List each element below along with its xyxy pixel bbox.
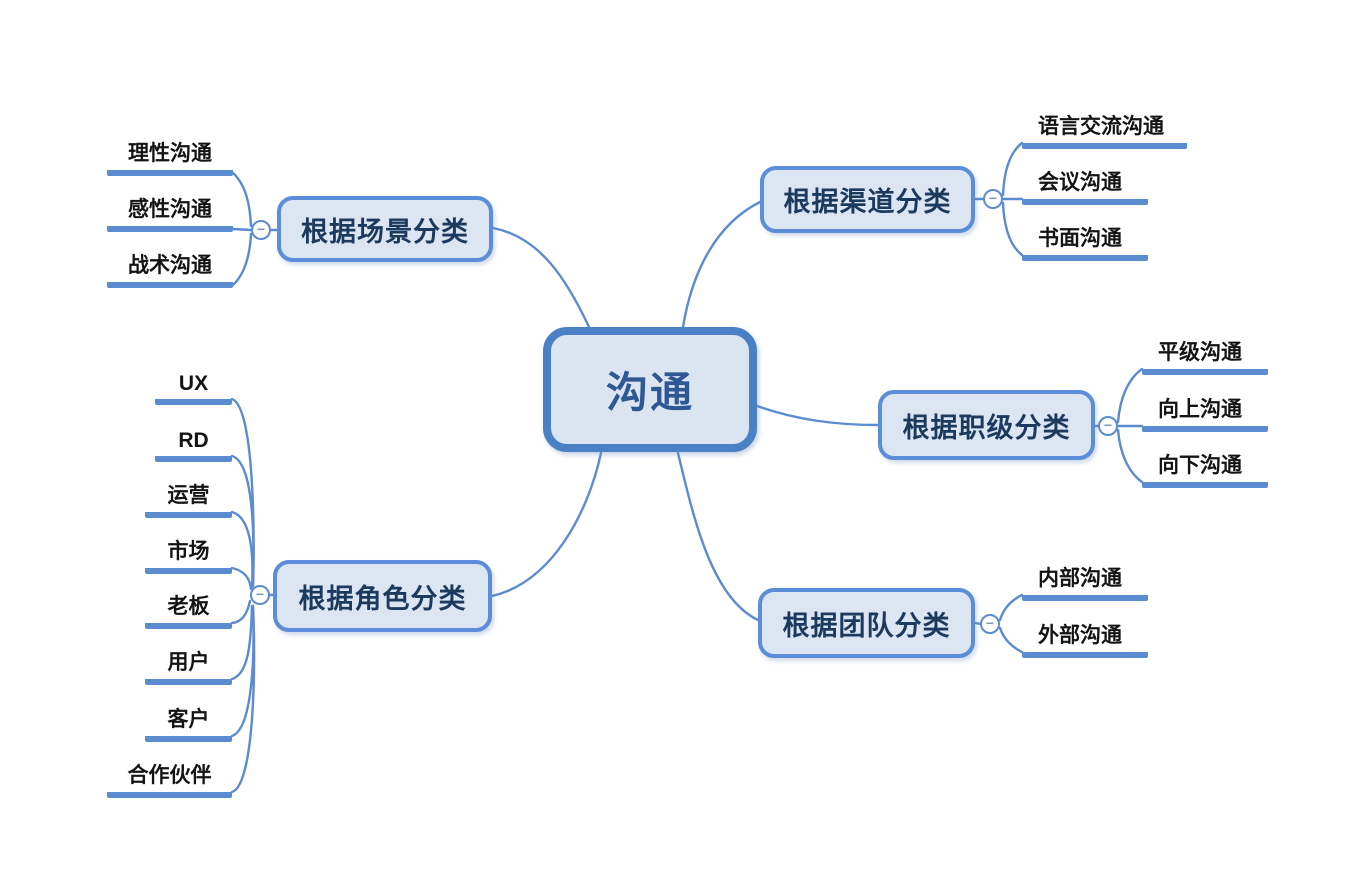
leaf-label: UX <box>178 372 209 395</box>
leaf-node-rank-0[interactable]: 平级沟通 <box>1142 337 1268 375</box>
leaf-label: 老板 <box>167 595 210 618</box>
connector-role-leaf-7 <box>230 604 256 794</box>
leaf-node-scene-2[interactable]: 战术沟通 <box>107 250 233 288</box>
connector-rank-leaf-0 <box>1116 367 1144 424</box>
leaf-label: RD <box>178 429 209 452</box>
leaf-node-scene-0[interactable]: 理性沟通 <box>107 138 233 176</box>
leaf-node-role-0[interactable]: UX <box>155 367 232 405</box>
minus-icon: − <box>255 586 265 602</box>
leaf-label: 会议沟通 <box>1038 171 1122 194</box>
branch-node-rank[interactable]: 根据职级分类 <box>878 390 1095 460</box>
leaf-label: 向上沟通 <box>1158 398 1242 421</box>
leaf-node-role-2[interactable]: 运营 <box>145 480 232 518</box>
leaf-node-role-6[interactable]: 客户 <box>145 704 232 742</box>
connector-root-rank <box>755 404 880 427</box>
connector-scene-leaf-2 <box>231 232 253 287</box>
minus-icon: − <box>988 190 998 206</box>
branch-label: 根据角色分类 <box>298 583 467 614</box>
connector-scene-leaf-0 <box>231 171 253 228</box>
leaf-label: 感性沟通 <box>128 198 212 221</box>
leaf-label: 市场 <box>167 540 210 563</box>
leaf-node-channel-2[interactable]: 书面沟通 <box>1022 223 1148 261</box>
leaf-label: 运营 <box>167 484 210 507</box>
leaf-label: 客户 <box>167 708 210 731</box>
leaf-node-role-3[interactable]: 市场 <box>145 536 232 574</box>
branch-label: 根据场景分类 <box>301 216 469 247</box>
leaf-node-scene-1[interactable]: 感性沟通 <box>107 194 233 232</box>
connector-root-channel <box>681 200 762 329</box>
branch-label: 根据渠道分类 <box>783 187 952 217</box>
connector-scene-leaf-1 <box>231 227 253 232</box>
branch-node-role[interactable]: 根据角色分类 <box>273 560 492 632</box>
leaf-node-role-4[interactable]: 老板 <box>145 591 232 629</box>
connector-role-leaf-4 <box>230 599 252 625</box>
leaf-label: 语言交流沟通 <box>1038 115 1164 138</box>
leaf-label: 书面沟通 <box>1038 227 1122 250</box>
connector-root-scene <box>491 226 591 329</box>
collapse-toggle-channel[interactable]: − <box>983 189 1003 209</box>
branch-node-channel[interactable]: 根据渠道分类 <box>760 166 975 233</box>
root-label: 沟通 <box>605 369 694 416</box>
leaf-label: 向下沟通 <box>1158 454 1242 477</box>
connector-channel-leaf-2 <box>1001 201 1024 257</box>
branch-node-team[interactable]: 根据团队分类 <box>758 588 975 658</box>
collapse-toggle-team[interactable]: − <box>980 614 1000 634</box>
connector-role-leaf-2 <box>230 510 254 589</box>
minus-icon: − <box>1103 417 1113 433</box>
leaf-label: 平级沟通 <box>1158 341 1242 364</box>
leaf-node-channel-1[interactable]: 会议沟通 <box>1022 167 1148 205</box>
leaf-label: 理性沟通 <box>128 142 212 165</box>
branch-label: 根据职级分类 <box>902 412 1071 443</box>
leaf-node-team-0[interactable]: 内部沟通 <box>1022 563 1148 601</box>
leaf-node-team-1[interactable]: 外部沟通 <box>1022 620 1148 658</box>
leaf-label: 内部沟通 <box>1038 567 1122 590</box>
leaf-node-role-7[interactable]: 合作伙伴 <box>107 760 232 798</box>
branch-node-scene[interactable]: 根据场景分类 <box>277 196 493 262</box>
leaf-node-role-1[interactable]: RD <box>155 424 232 462</box>
connector-root-role <box>490 451 603 598</box>
branch-label: 根据团队分类 <box>782 610 951 641</box>
connector-rank-leaf-2 <box>1116 428 1144 484</box>
leaf-node-rank-1[interactable]: 向上沟通 <box>1142 394 1268 432</box>
minus-icon: − <box>985 615 995 631</box>
connector-role-leaf-3 <box>230 566 253 591</box>
connector-channel-leaf-0 <box>1001 141 1024 197</box>
minus-icon: − <box>256 221 266 237</box>
connector-team-leaf-0 <box>998 593 1024 622</box>
leaf-label: 合作伙伴 <box>127 764 212 787</box>
leaf-label: 战术沟通 <box>128 254 212 277</box>
leaf-label: 用户 <box>167 651 210 674</box>
leaf-node-channel-0[interactable]: 语言交流沟通 <box>1022 111 1187 149</box>
root-node[interactable]: 沟通 <box>543 327 757 452</box>
collapse-toggle-rank[interactable]: − <box>1098 416 1118 436</box>
leaf-node-rank-2[interactable]: 向下沟通 <box>1142 450 1268 488</box>
connector-role-leaf-5 <box>230 604 254 681</box>
leaf-label: 外部沟通 <box>1038 624 1122 647</box>
collapse-toggle-scene[interactable]: − <box>251 220 271 240</box>
leaf-node-role-5[interactable]: 用户 <box>145 647 232 685</box>
collapse-toggle-role[interactable]: − <box>250 585 270 605</box>
connector-team-leaf-1 <box>998 626 1024 654</box>
connector-root-team <box>676 451 760 622</box>
